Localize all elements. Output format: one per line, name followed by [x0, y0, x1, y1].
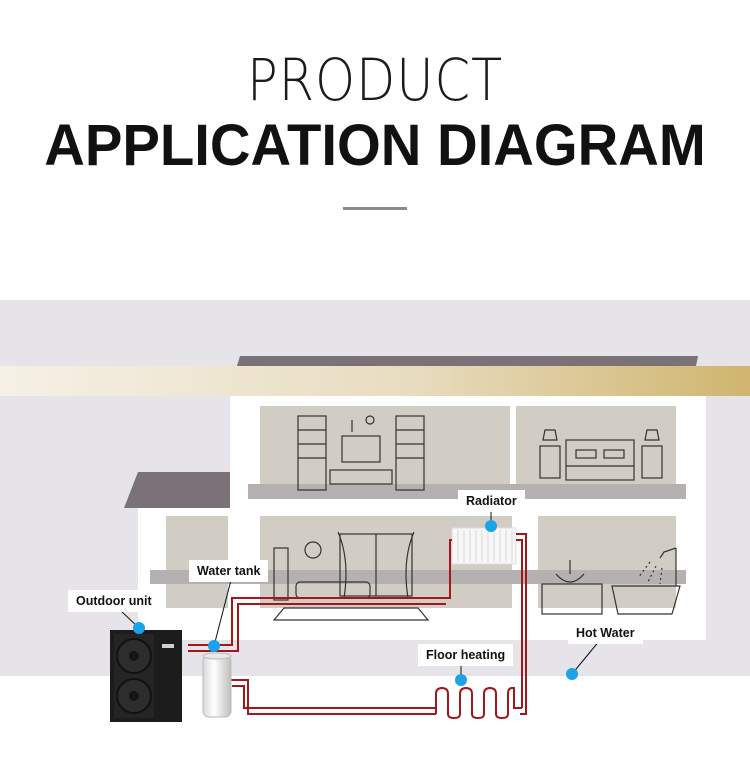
marker-dot-floor-heating — [455, 674, 467, 686]
marker-dot-outdoor-unit — [133, 622, 145, 634]
marker-dots — [133, 520, 578, 686]
label-radiator: Radiator — [458, 490, 525, 512]
gold-band — [0, 366, 750, 396]
label-outdoor-unit: Outdoor unit — [68, 590, 160, 612]
lower-living-furniture — [272, 531, 430, 621]
room-bathroom — [538, 516, 676, 608]
bathroom-furniture — [541, 547, 681, 615]
label-water-tank: Water tank — [189, 560, 269, 582]
marker-dot-hot-water — [566, 668, 578, 680]
room-bedroom — [516, 406, 676, 490]
side-roof — [124, 472, 242, 508]
title-product: PRODUCT — [246, 46, 504, 114]
bedroom-furniture — [539, 429, 663, 481]
marker-dot-water-tank — [208, 640, 220, 652]
label-floor-heating: Floor heating — [418, 644, 514, 666]
marker-dot-radiator — [485, 520, 497, 532]
water-tank-graphic — [202, 652, 232, 718]
upper-living-furniture — [297, 415, 425, 491]
title-divider — [343, 207, 407, 210]
radiator-graphic — [451, 527, 517, 565]
label-hot-water: Hot Water — [568, 622, 643, 644]
room-living-upper — [260, 406, 510, 490]
title-application-diagram: APPLICATION DIAGRAM — [44, 113, 706, 178]
floor-slab-lower — [150, 570, 686, 584]
outdoor-unit-graphic — [110, 630, 182, 722]
main-roof — [237, 356, 698, 366]
